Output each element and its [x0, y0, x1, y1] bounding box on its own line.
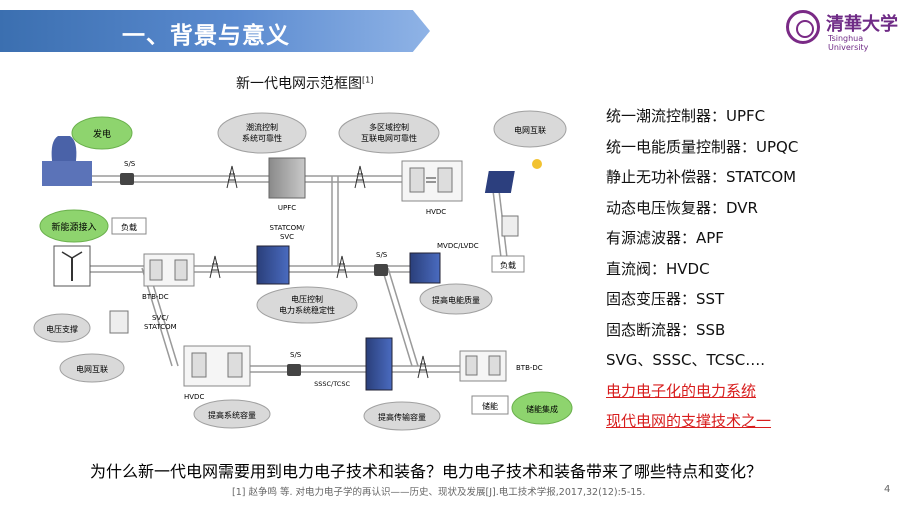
load-right-switch-icon — [501, 215, 519, 237]
oval-storage-integration: 储能集成 — [511, 391, 573, 425]
load-left-box: 负载 — [111, 217, 147, 235]
btb-dc-right-device: BTB-DC — [459, 350, 543, 382]
svg-text:UPFC: UPFC — [278, 204, 296, 212]
svg-text:SSSC/TCSC: SSSC/TCSC — [314, 380, 350, 388]
oval-renewable: 新能源接入 — [39, 209, 109, 243]
statcom-svc-device: STATCOM/ SVC — [256, 224, 305, 285]
btb-dc-left-device: BTB-DC — [142, 253, 195, 301]
svg-text:MVDC/LVDC: MVDC/LVDC — [437, 242, 479, 250]
logo-english-name: Tsinghua University — [828, 34, 869, 52]
svg-text:系统可靠性: 系统可靠性 — [242, 133, 282, 143]
legend-item-upqc: 统一电能质量控制器：UPQC — [606, 137, 799, 156]
title-banner — [0, 10, 430, 52]
oval-system-capacity: 提高系统容量 — [193, 399, 271, 429]
svg-text:提高电能质量: 提高电能质量 — [432, 295, 480, 305]
svg-text:提高传输容量: 提高传输容量 — [378, 412, 426, 422]
oval-flow-control: 潮流控制 系统可靠性 — [217, 112, 307, 154]
upfc-device: UPFC — [268, 157, 306, 212]
svg-text:SVC/: SVC/ — [152, 314, 169, 322]
mvdc-lvdc-device: MVDC/LVDC — [409, 242, 479, 284]
oval-grid-interconnect-top: 电网互联 — [493, 110, 567, 148]
reference-citation: [1] 赵争鸣 等. 对电力电子学的再认识——历史、现状及发展[J].电工技术学… — [232, 487, 646, 498]
svg-text:潮流控制: 潮流控制 — [246, 122, 278, 132]
substation-1-icon: S/S — [120, 160, 136, 185]
svg-text:提高系统容量: 提高系统容量 — [208, 410, 256, 420]
svg-text:BTB-DC: BTB-DC — [142, 293, 169, 301]
diagram-title-text: 新一代电网示范框图 — [236, 76, 362, 92]
svg-text:储能集成: 储能集成 — [526, 404, 558, 414]
svg-text:STATCOM/: STATCOM/ — [269, 224, 305, 232]
svc-statcom-device: SVC/ STATCOM — [109, 310, 177, 334]
svg-text:发电: 发电 — [93, 128, 111, 140]
svg-text:S/S: S/S — [124, 160, 136, 168]
hvdc-top-device: HVDC — [401, 160, 463, 216]
device-legend: 统一潮流控制器：UPFC 统一电能质量控制器：UPQC 静止无功补偿器：STAT… — [606, 101, 866, 437]
svg-text:电网互联: 电网互联 — [76, 364, 108, 374]
svg-text:HVDC: HVDC — [426, 208, 446, 216]
svg-text:多区域控制: 多区域控制 — [369, 122, 409, 132]
svg-text:负载: 负载 — [500, 260, 516, 270]
legend-item-upfc: 统一潮流控制器：UPFC — [606, 107, 766, 125]
svg-text:互联电网可靠性: 互联电网可靠性 — [361, 133, 417, 143]
legend-item-others: SVG、SSSC、TCSC…. — [606, 351, 765, 369]
tsinghua-seal-icon — [786, 10, 820, 44]
sssc-tcsc-device: SSSC/TCSC — [314, 337, 393, 391]
slide-title: 一、背景与意义 — [122, 23, 290, 49]
hvdc-bottom-device: HVDC — [183, 345, 251, 401]
legend-item-statcom: 静止无功补偿器：STATCOM — [606, 168, 797, 186]
svg-text:电网互联: 电网互联 — [514, 125, 546, 135]
highlight-power-electronic-system: 电力电子化的电力系统 — [606, 381, 757, 400]
legend-item-ssb: 固态断流器：SSB — [606, 320, 726, 339]
oval-multi-area: 多区域控制 互联电网可靠性 — [338, 112, 440, 154]
load-right-box: 负载 — [491, 255, 525, 273]
substation-2-icon: S/S — [374, 251, 388, 276]
oval-transmission-capacity: 提高传输容量 — [363, 401, 441, 431]
svg-text:BTB-DC: BTB-DC — [516, 364, 543, 372]
transmission-tower-icons — [209, 165, 429, 379]
svg-text:S/S: S/S — [376, 251, 388, 259]
substation-3-icon: S/S — [287, 351, 302, 376]
power-plant-icon — [42, 136, 92, 186]
svg-text:电压控制: 电压控制 — [291, 294, 323, 304]
oval-grid-interconnect-left: 电网互联 — [59, 353, 125, 383]
oval-power-quality: 提高电能质量 — [419, 283, 493, 315]
svg-text:负载: 负载 — [121, 222, 137, 232]
legend-item-dvr: 动态电压恢复器：DVR — [606, 198, 758, 217]
svg-text:S/S: S/S — [290, 351, 302, 359]
oval-voltage-control: 电压控制 电力系统稳定性 — [256, 286, 358, 324]
storage-box: 储能 — [471, 395, 509, 415]
svg-text:HVDC: HVDC — [184, 393, 204, 401]
key-question: 为什么新一代电网需要用到电力电子技术和装备？电力电子技术和装备带来了哪些特点和变… — [90, 462, 763, 481]
legend-item-apf: 有源滤波器：APF — [606, 229, 724, 247]
svg-text:电力系统稳定性: 电力系统稳定性 — [279, 305, 335, 315]
oval-power-gen: 发电 — [71, 116, 133, 150]
svg-text:STATCOM: STATCOM — [144, 323, 177, 331]
wind-turbine-icon — [53, 245, 91, 287]
legend-item-sst: 固态变压器：SST — [606, 290, 725, 308]
diagram-title: 新一代电网示范框图[1] — [236, 73, 373, 93]
svg-text:新能源接入: 新能源接入 — [51, 221, 96, 233]
svg-text:电压支撑: 电压支撑 — [46, 324, 78, 334]
legend-item-hvdc: 直流阀：HVDC — [606, 259, 710, 278]
diagram-title-ref: [1] — [362, 75, 374, 85]
highlight-support-technology: 现代电网的支撑技术之一 — [606, 412, 772, 430]
logo-chinese-name: 清華大学 — [826, 14, 898, 35]
solar-panel-icon — [484, 159, 542, 193]
grid-demo-diagram: 发电 新能源接入 潮流控制 系统可靠性 多区域控制 互联电网可靠性 电网互联 电… — [33, 110, 573, 431]
page-number: 4 — [884, 484, 891, 495]
svg-text:SVC: SVC — [280, 233, 294, 241]
svg-text:储能: 储能 — [482, 401, 498, 411]
oval-voltage-support: 电压支撑 — [33, 313, 91, 343]
